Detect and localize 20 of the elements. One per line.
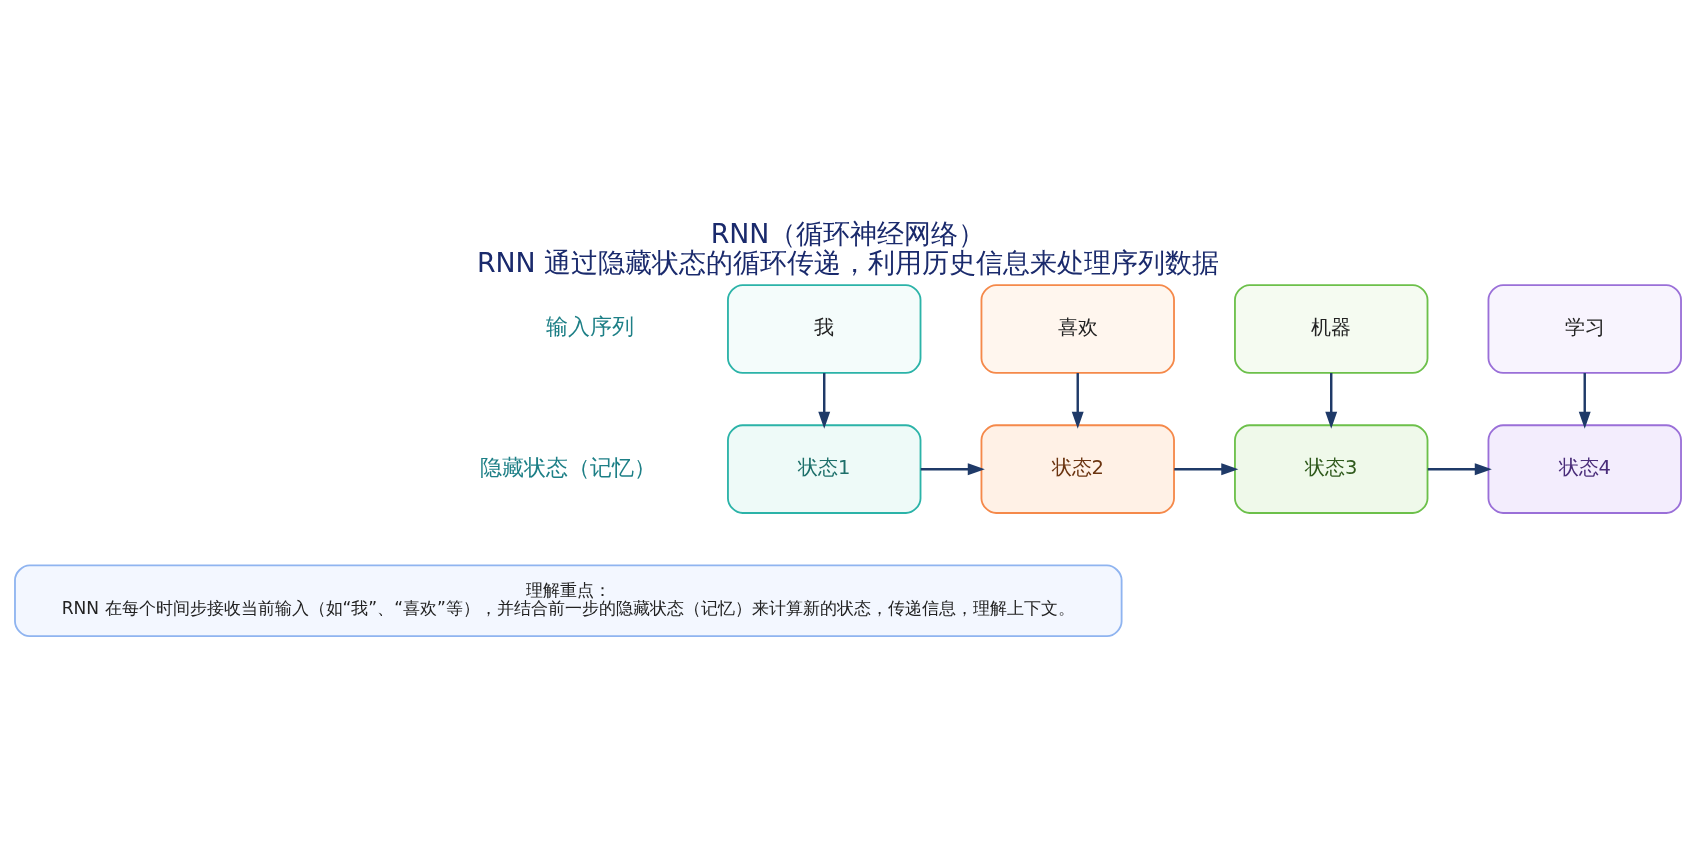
node-box: 学习 — [1487, 284, 1682, 374]
node-box: 状态2 — [980, 424, 1175, 514]
label: 输入序列 — [545, 314, 634, 340]
diagram-title: RNN（循环神经网络） — [710, 218, 985, 250]
caption: RNN 通过隐藏状态的循环传递，利用历史信息来处理序列数据 — [476, 247, 1219, 279]
node-box: 状态4 — [1487, 424, 1682, 514]
node-box: 状态3 — [1233, 424, 1428, 514]
node-box: 喜欢 — [980, 284, 1175, 374]
arrow — [920, 463, 985, 476]
arrow — [1173, 463, 1238, 476]
node-box: 机器 — [1233, 284, 1428, 374]
arrow — [1427, 463, 1492, 476]
node-box: 我 — [726, 284, 921, 374]
node-box: 状态1 — [726, 424, 921, 514]
arrow — [1071, 373, 1084, 429]
node-box: 理解重点： RNN 在每个时间步接收当前输入（如“我”、“喜欢”等），并结合前一步的隐藏状态（记忆）来计算新的状态，传递信息，理解上下文。 — [13, 564, 1123, 638]
label: 隐藏状态（记忆） — [479, 454, 656, 480]
arrow — [1578, 373, 1591, 429]
arrow — [1324, 373, 1337, 429]
arrow — [817, 373, 830, 429]
